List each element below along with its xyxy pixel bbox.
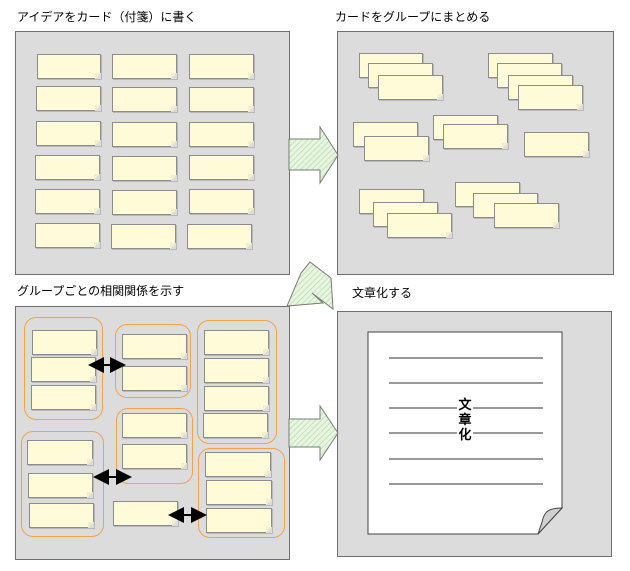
card — [206, 480, 272, 505]
card — [205, 452, 271, 477]
card — [28, 473, 93, 498]
card — [35, 189, 100, 214]
panel-group-cards — [337, 31, 614, 275]
card — [122, 413, 187, 438]
card — [111, 224, 176, 249]
card — [518, 85, 583, 110]
card — [112, 87, 177, 112]
card — [364, 136, 429, 161]
step1-title: アイデアをカード（付箋）に書く — [17, 10, 197, 24]
card — [203, 413, 268, 438]
card — [189, 122, 254, 147]
card — [189, 54, 254, 79]
card — [206, 508, 272, 533]
group-outline — [116, 408, 193, 484]
document-text: 文 章 化 — [457, 398, 473, 443]
card — [524, 132, 589, 157]
card — [187, 224, 252, 249]
card — [204, 330, 269, 355]
card — [112, 54, 177, 79]
card — [122, 444, 187, 469]
card — [204, 358, 269, 383]
document-char-1: 文 — [458, 398, 472, 413]
step3-title: グループごとの相関関係を示す — [17, 284, 185, 298]
card — [189, 189, 254, 214]
card — [378, 75, 443, 100]
card — [36, 121, 101, 146]
card — [112, 156, 177, 181]
flow-arrow-diagonal — [286, 261, 334, 311]
card — [443, 124, 508, 149]
document-char-3: 化 — [458, 428, 472, 443]
card — [32, 330, 97, 355]
card — [387, 213, 452, 238]
flow-arrow-right-bottom — [288, 404, 339, 462]
card — [29, 503, 94, 528]
card — [122, 366, 187, 391]
document-char-2: 章 — [458, 413, 472, 428]
card — [189, 155, 254, 180]
panel-group-relations — [15, 306, 290, 560]
card — [112, 122, 177, 147]
flow-arrow-right-top — [288, 125, 339, 185]
card — [31, 385, 96, 410]
card — [112, 190, 177, 215]
card — [31, 357, 96, 382]
card — [494, 203, 559, 228]
group-outline — [198, 448, 285, 538]
group-outline — [197, 320, 277, 444]
card — [113, 501, 178, 526]
card — [35, 223, 100, 248]
panel-write-cards — [15, 31, 290, 275]
card — [122, 334, 187, 359]
panel-document: 文 章 化 — [337, 311, 612, 557]
step4-title: 文章化する — [352, 286, 413, 300]
card — [37, 54, 101, 79]
step2-title: カードをグループにまとめる — [335, 10, 491, 24]
card — [35, 155, 100, 180]
card — [189, 87, 254, 112]
card — [204, 386, 269, 411]
card — [36, 86, 101, 111]
card — [27, 440, 93, 465]
